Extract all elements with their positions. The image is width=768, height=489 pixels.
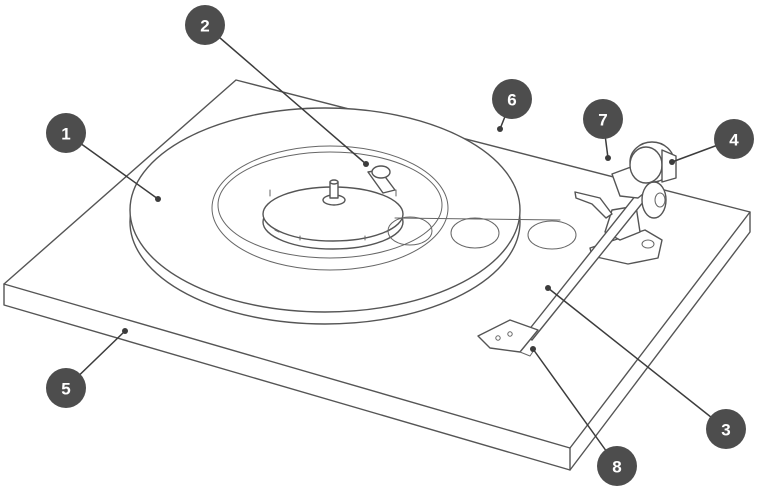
callout-5: 5 (46, 368, 86, 408)
callout-1: 1 (46, 113, 86, 153)
callout-2: 2 (185, 5, 225, 45)
callout-5-label: 5 (61, 380, 70, 399)
callout-6-label: 6 (507, 91, 516, 110)
callout-4-label: 4 (729, 131, 739, 150)
callout-7: 7 (583, 99, 623, 139)
callout-6: 6 (492, 79, 532, 119)
callout-2-label: 2 (200, 17, 209, 36)
callout-3-label: 3 (721, 421, 730, 440)
callout-8: 8 (597, 446, 637, 486)
callout-3: 3 (706, 409, 746, 449)
callout-8-label: 8 (612, 458, 621, 477)
callout-1-label: 1 (61, 125, 70, 144)
callout-4: 4 (714, 119, 754, 159)
callout-7-label: 7 (598, 111, 607, 130)
